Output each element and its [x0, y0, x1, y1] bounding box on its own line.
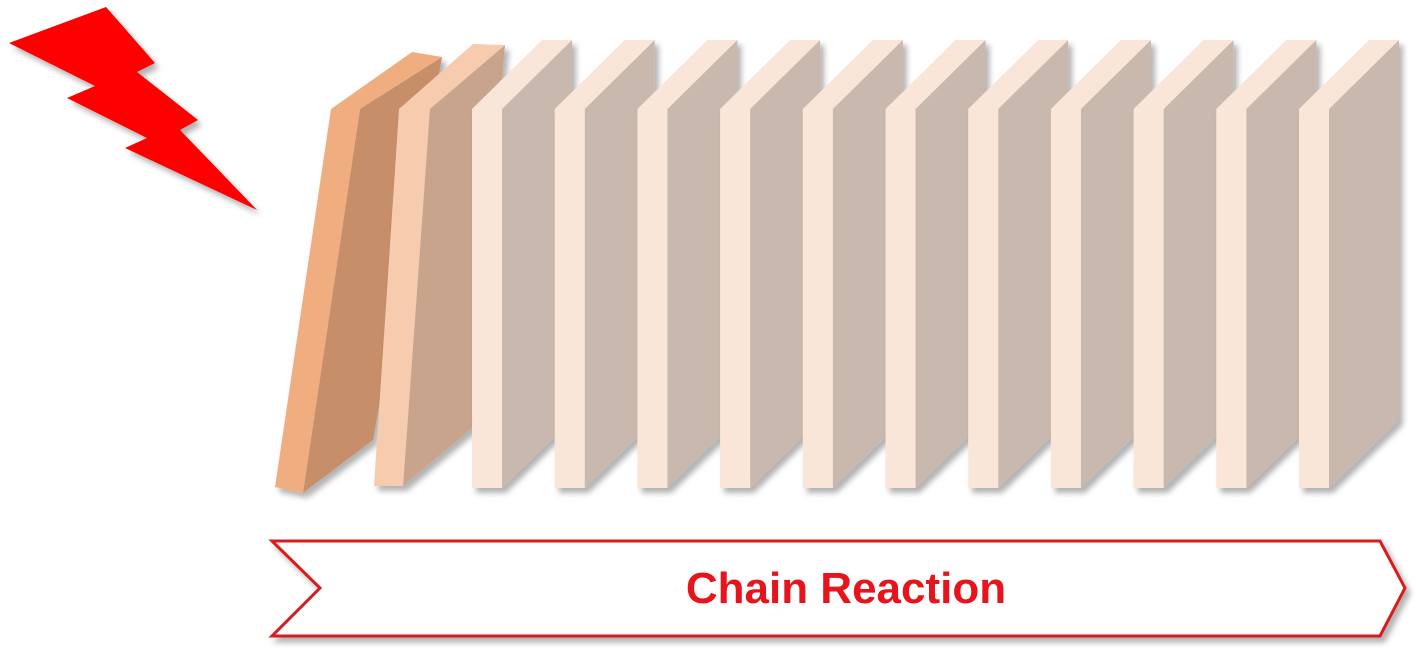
domino-side: [667, 40, 738, 488]
domino: [554, 40, 655, 488]
domino-front: [637, 109, 668, 488]
domino-front: [1299, 109, 1329, 488]
domino-front: [1050, 109, 1081, 488]
domino-front: [1216, 109, 1247, 488]
lightning-bolt-icon: [9, 7, 257, 210]
domino-top: [802, 40, 903, 109]
domino-front: [802, 109, 833, 488]
domino: [968, 40, 1069, 488]
domino-front: [1133, 109, 1164, 488]
domino-top: [637, 40, 738, 109]
domino-top: [968, 40, 1069, 109]
domino-front: [275, 109, 360, 493]
domino: [720, 40, 821, 488]
banner-label: Chain Reaction: [685, 563, 1007, 613]
domino-front: [374, 109, 430, 486]
domino-top: [331, 52, 442, 109]
domino-top: [885, 40, 986, 109]
domino-front: [472, 109, 502, 488]
domino: [1216, 40, 1317, 488]
domino: [885, 40, 986, 488]
domino-front: [554, 109, 585, 488]
domino-side: [750, 40, 821, 488]
domino-top: [554, 40, 655, 109]
chain-reaction-banner-arrow: [268, 539, 1407, 638]
domino: [802, 40, 903, 488]
domino-side: [915, 40, 986, 488]
domino-side: [1246, 40, 1317, 488]
domino: [472, 40, 572, 488]
domino-row: [275, 40, 1399, 493]
domino-side: [502, 40, 572, 488]
domino-side: [998, 40, 1069, 488]
domino-front: [968, 109, 999, 488]
domino-top: [1216, 40, 1317, 109]
domino-top: [399, 44, 505, 109]
domino-side: [584, 40, 655, 488]
domino: [1299, 40, 1399, 488]
domino-side: [1329, 40, 1399, 488]
domino-top: [1050, 40, 1151, 109]
domino: [637, 40, 738, 488]
domino-side: [832, 40, 903, 488]
domino: [1133, 40, 1234, 488]
domino-top: [472, 40, 572, 109]
domino-front: [885, 109, 916, 488]
domino-side: [1163, 40, 1234, 488]
domino-side: [1080, 40, 1151, 488]
domino: [1050, 40, 1151, 488]
domino-top: [1133, 40, 1234, 109]
domino-top: [1299, 40, 1399, 109]
domino-front: [720, 109, 751, 488]
domino-top: [720, 40, 821, 109]
